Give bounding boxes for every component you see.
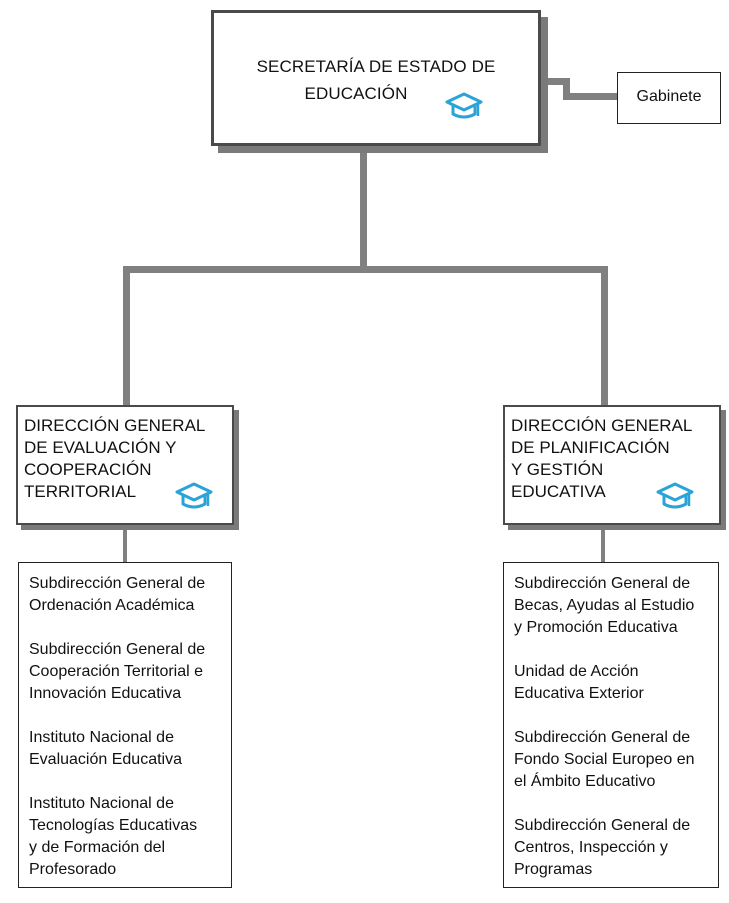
secretaria-title-line2: EDUCACIÓN	[304, 84, 408, 103]
dg-planificacion-box: DIRECCIÓN GENERAL DE PLANIFICACIÓN Y GES…	[503, 405, 721, 525]
connector-top-vertical	[360, 150, 367, 273]
left-units-wrap: Subdirección General de Ordenación Acadé…	[29, 573, 225, 903]
connector-left-vertical	[123, 266, 130, 406]
list-item: Subdirección General de Fondo Social Eur…	[514, 729, 695, 790]
secretaria-box: SECRETARÍA DE ESTADO DE EDUCACIÓN	[211, 10, 541, 146]
dg-planificacion-title: DIRECCIÓN GENERAL DE PLANIFICACIÓN Y GES…	[511, 416, 693, 501]
connector-right-vertical	[601, 266, 608, 406]
list-item: Instituto Nacional de Tecnologías Educat…	[29, 795, 198, 878]
right-units-list: Subdirección General de Becas, Ayudas al…	[503, 562, 719, 888]
list-item: Instituto Nacional de Evaluación Educati…	[29, 729, 182, 768]
list-item: Subdirección General de Centros, Inspecc…	[514, 817, 691, 878]
connector-horizontal	[123, 266, 608, 273]
right-units-wrap: Subdirección General de Becas, Ayudas al…	[514, 573, 712, 903]
connector-right-sub	[601, 526, 605, 566]
graduation-cap-icon	[445, 92, 483, 119]
secretaria-title-line1: SECRETARÍA DE ESTADO DE	[256, 57, 496, 76]
gabinete-label: Gabinete	[636, 88, 702, 105]
gabinete-box: Gabinete	[617, 72, 721, 124]
list-item: Subdirección General de Cooperación Terr…	[29, 641, 206, 702]
dg-evaluacion-box: DIRECCIÓN GENERAL DE EVALUACIÓN Y COOPER…	[16, 405, 234, 525]
connector-gabinete-step	[563, 78, 570, 100]
connector-gabinete	[540, 78, 570, 85]
dg-evaluacion-title: DIRECCIÓN GENERAL DE EVALUACIÓN Y COOPER…	[24, 416, 206, 501]
connector-gabinete-end	[563, 93, 617, 100]
list-item: Subdirección General de Ordenación Acadé…	[29, 575, 206, 614]
list-item: Unidad de Acción Educativa Exterior	[514, 663, 644, 702]
left-units-list: Subdirección General de Ordenación Acadé…	[18, 562, 232, 888]
list-item: Subdirección General de Becas, Ayudas al…	[514, 575, 695, 636]
connector-left-sub	[123, 526, 127, 566]
graduation-cap-icon	[175, 482, 213, 509]
graduation-cap-icon	[656, 482, 694, 509]
secretaria-title: SECRETARÍA DE ESTADO DE EDUCACIÓN	[214, 53, 538, 107]
